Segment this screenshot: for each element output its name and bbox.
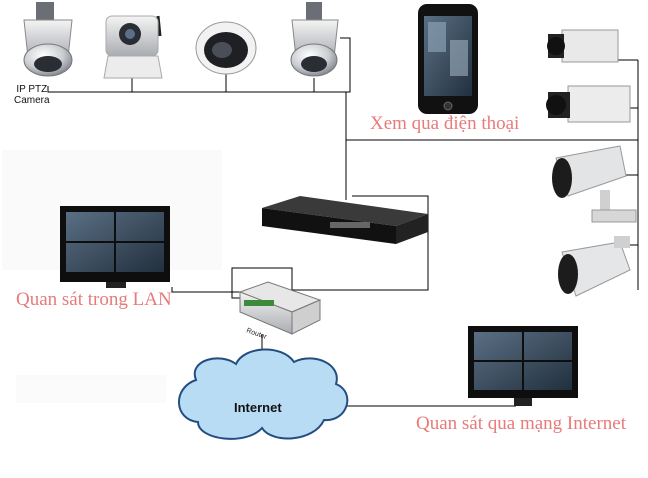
box-camera: [547, 29, 619, 63]
internet-view-label: Quan sát qua mạng Internet: [416, 413, 626, 434]
connection-lines: [47, 37, 639, 407]
ip-ptz-line-2: Camera: [14, 95, 50, 106]
smartphone: [418, 4, 478, 114]
router-label: Router: [245, 327, 268, 341]
bullet-camera: [558, 236, 631, 297]
camera-bus-line: [47, 37, 351, 93]
ip-ptz-line-1: IP PTZ: [16, 84, 48, 95]
phone-view-label: Xem qua điện thoại: [370, 113, 520, 134]
internet-label: Internet: [234, 400, 282, 415]
lan-monitor-line: [171, 287, 240, 293]
box-camera: [546, 85, 631, 123]
ptz-dome-camera: [290, 2, 339, 77]
internet-monitor: [468, 326, 578, 406]
wifi-cube-camera: [103, 15, 163, 79]
ptz-dome-camera: [23, 2, 73, 77]
lan-monitor: [60, 206, 170, 288]
ceiling-dome-camera: [195, 21, 257, 75]
internet-cloud: [178, 348, 349, 440]
dvr-recorder: [262, 196, 428, 244]
lan-view-label: Quan sát trong LAN: [16, 289, 172, 310]
router: [238, 281, 322, 335]
ip-ptz-camera-label: IP PTZ Camera: [14, 84, 50, 106]
bullet-camera: [552, 145, 637, 223]
dvr-to-router-line: [231, 195, 429, 299]
